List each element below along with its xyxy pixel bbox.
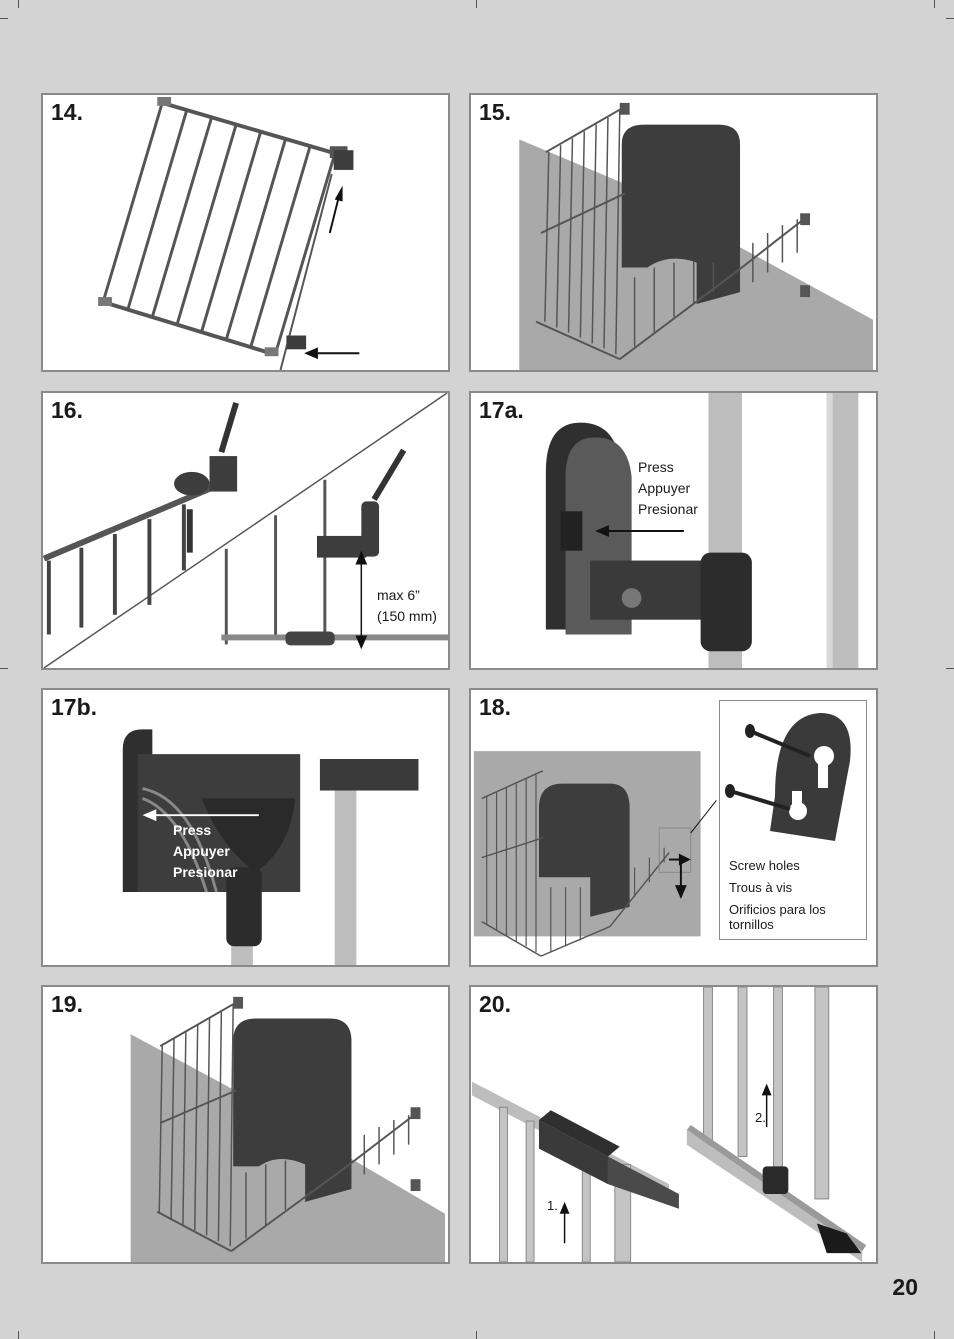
gate-panel-illustration (98, 96, 360, 370)
press-label: Press Appuyer Presionar (638, 459, 698, 517)
crop-mark (476, 1331, 477, 1339)
step-14-panel: 14. (41, 93, 450, 372)
wall-mount-illustration (473, 751, 717, 957)
crop-mark (946, 18, 954, 19)
max-height-label: max 6” (150 mm) (377, 587, 437, 624)
wall-bracket-icon (725, 713, 851, 841)
bracket-release-illustration (545, 393, 859, 668)
step-number: 16. (51, 397, 83, 423)
crop-mark (0, 18, 8, 19)
height-clearance-illustration (43, 393, 448, 668)
step-number: 15. (479, 99, 511, 125)
step-number: 18. (479, 694, 511, 720)
gate-removal-illustration (471, 987, 867, 1262)
step-17b-panel: 17b. Press Appuyer Presionar (41, 688, 450, 967)
fireplace-enclosure-illustration (519, 102, 874, 370)
step-number: 14. (51, 99, 83, 125)
step-number: 20. (479, 991, 511, 1017)
fireplace-enclosure-installed-illustration (130, 996, 446, 1262)
step-15-panel: 15. (469, 93, 878, 372)
step-17a-panel: 17a. Press Appuyer Presionar (469, 391, 878, 670)
crop-mark (934, 1331, 935, 1339)
crop-mark (476, 0, 477, 8)
step-19-panel: 19. (41, 985, 450, 1264)
screw-holes-inset: Screw holes Trous à vis Orificios para l… (719, 700, 867, 940)
hinge-release-illustration (122, 729, 419, 965)
crop-mark (18, 0, 19, 8)
step-20-panel: 20. 1. 2. (469, 985, 878, 1264)
step-number: 17a. (479, 397, 524, 423)
screw-holes-label: Screw holes Trous à vis Orificios para l… (729, 858, 826, 932)
step-marker-1: 1. (547, 1198, 558, 1213)
crop-mark (18, 1331, 19, 1339)
press-label: Press Appuyer Presionar (173, 822, 238, 880)
step-number: 17b. (51, 694, 98, 720)
step-number: 19. (51, 991, 83, 1017)
crop-mark (0, 668, 8, 669)
crop-mark (934, 0, 935, 8)
step-18-panel: Screw holes Trous à vis Orificios para l… (469, 688, 878, 967)
step-marker-2: 2. (755, 1110, 766, 1125)
crop-mark (946, 668, 954, 669)
step-16-panel: 16. max 6” (150 mm) (41, 391, 450, 670)
page-number: 20 (892, 1274, 918, 1300)
